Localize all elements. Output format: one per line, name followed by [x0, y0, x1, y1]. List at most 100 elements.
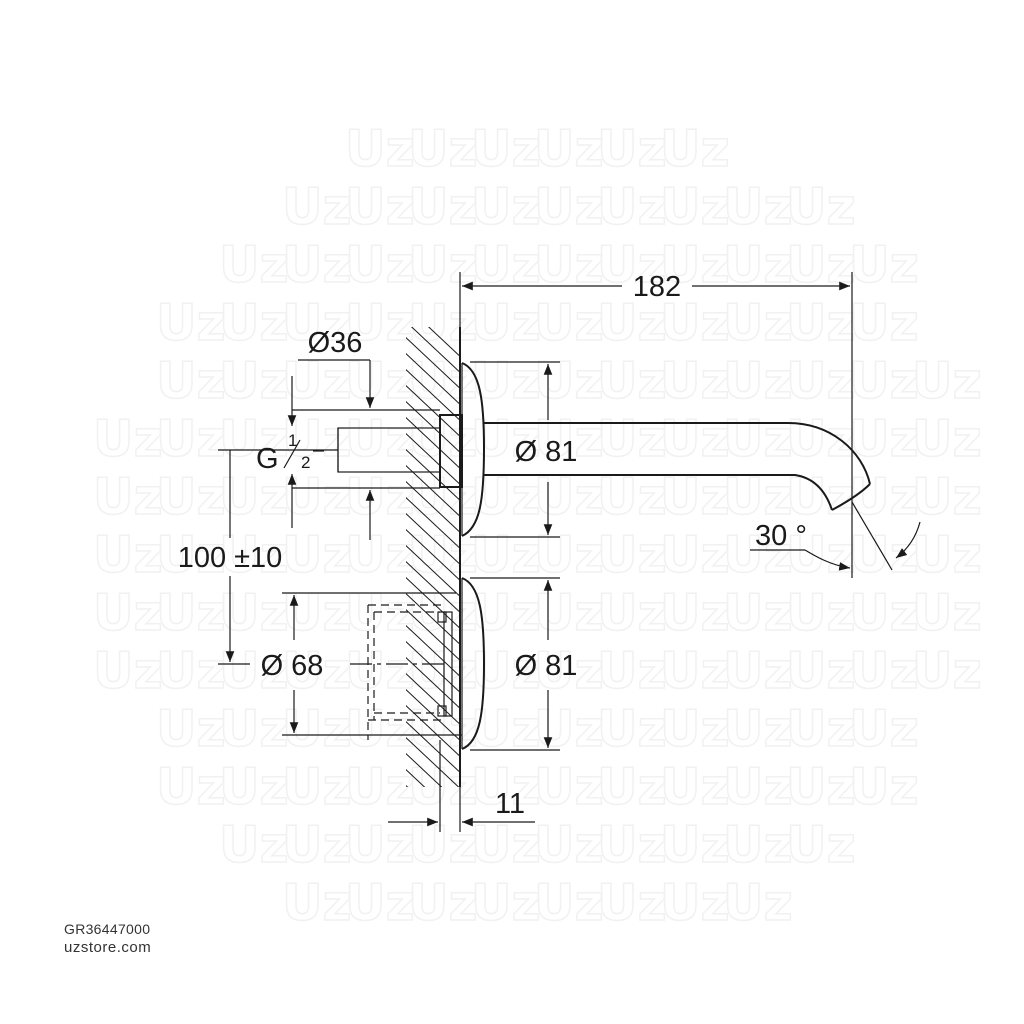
watermark-text: Uz [597, 178, 667, 236]
watermark-text: Uz [597, 236, 667, 294]
watermark-text: Uz [345, 236, 415, 294]
watermark-text: Uz [597, 700, 667, 758]
watermark-text: Uz [471, 120, 541, 178]
watermark-text: Uz [471, 642, 541, 700]
watermark-text: Uz [597, 816, 667, 874]
watermark-text: Uz [849, 236, 919, 294]
watermark-text: Uz [660, 874, 730, 932]
hatch-line [406, 640, 460, 694]
watermark-text: Uz [156, 642, 226, 700]
watermark-text: Uz [156, 700, 226, 758]
wall-section [406, 327, 461, 787]
watermark-text: Uz [345, 700, 415, 758]
watermark-text: Uz [534, 410, 604, 468]
watermark-text: Uz [534, 120, 604, 178]
watermark-text: Uz [219, 236, 289, 294]
hatch-line [406, 768, 426, 787]
watermark-text: Uz [597, 642, 667, 700]
watermark-text: Uz [660, 526, 730, 584]
watermark-text: Uz [723, 816, 793, 874]
watermark-text: Uz [912, 410, 982, 468]
watermark-text: Uz [786, 236, 856, 294]
watermark-text: Uz [534, 294, 604, 352]
watermark-text: Uz [660, 120, 730, 178]
watermark-text: Uz [345, 352, 415, 410]
watermark-text: Uz [723, 178, 793, 236]
dim-center-distance: 100 ±10 [178, 449, 338, 665]
hatch-line [406, 496, 460, 550]
watermark-text: Uz [282, 526, 352, 584]
watermark-text: Uz [723, 468, 793, 526]
watermark-text: Uz [849, 758, 919, 816]
watermark-text: Uz [471, 758, 541, 816]
watermark-text: Uz [597, 120, 667, 178]
dim-spout-rosette: Ø 81 [470, 361, 577, 538]
watermark-pattern: UzUzUzUzUzUzUzUzUzUzUzUzUzUzUzUzUzUzUzUz… [92, 119, 982, 933]
hatch-line [406, 336, 460, 390]
watermark-text: Uz [93, 468, 163, 526]
watermark-text: Uz [93, 410, 163, 468]
watermark-text: Uz [534, 700, 604, 758]
hatch-line [406, 608, 460, 662]
hatch-line [406, 416, 460, 470]
watermark-text: Uz [282, 874, 352, 932]
watermark-text: Uz [471, 526, 541, 584]
hatch-line [406, 672, 460, 726]
watermark-text: Uz [660, 410, 730, 468]
watermark-text: Uz [534, 584, 604, 642]
watermark-text: Uz [345, 468, 415, 526]
watermark-text: Uz [282, 700, 352, 758]
dim-spout-angle: 30 ° [750, 501, 921, 571]
watermark-text: Uz [660, 584, 730, 642]
watermark-text: Uz [156, 410, 226, 468]
hatch-line [406, 384, 460, 438]
thread-numerator: 1 [288, 431, 297, 450]
dim-inlet-diameter: Ø36 [292, 327, 440, 540]
watermark-text: Uz [471, 236, 541, 294]
watermark-text: Uz [534, 874, 604, 932]
watermark-text: Uz [408, 410, 478, 468]
watermark-text: Uz [597, 468, 667, 526]
watermark-text: Uz [849, 294, 919, 352]
watermark-text: Uz [471, 874, 541, 932]
watermark-text: Uz [471, 178, 541, 236]
watermark-text: Uz [156, 526, 226, 584]
dim-rosette-depth: 11 [388, 740, 535, 832]
dim-thread: G 1 2 [256, 376, 324, 528]
watermark-text: Uz [471, 294, 541, 352]
watermark-text: Uz [345, 120, 415, 178]
watermark-text: Uz [912, 526, 982, 584]
watermark-text: Uz [345, 874, 415, 932]
dim-handle-rosette: Ø 81 [470, 577, 577, 751]
watermark-text: Uz [786, 584, 856, 642]
watermark-text: Uz [723, 410, 793, 468]
watermark-text: Uz [93, 584, 163, 642]
watermark-text: Uz [408, 700, 478, 758]
hatch-line [406, 528, 460, 582]
watermark-text: Uz [534, 236, 604, 294]
watermark-text: Uz [786, 410, 856, 468]
watermark-text: Uz [156, 352, 226, 410]
watermark-text: Uz [282, 352, 352, 410]
dim-100-label: 100 ±10 [178, 542, 283, 574]
watermark-text: Uz [849, 584, 919, 642]
hatch-line [406, 480, 460, 534]
watermark-text: Uz [534, 758, 604, 816]
watermark-text: Uz [597, 584, 667, 642]
hatch-line [406, 448, 460, 502]
hatch-line [428, 327, 460, 358]
watermark-text: Uz [660, 352, 730, 410]
watermark-text: Uz [723, 700, 793, 758]
watermark-text: Uz [786, 700, 856, 758]
hatch-line [406, 464, 460, 518]
watermark-text: Uz [723, 874, 793, 932]
watermark-text: Uz [786, 468, 856, 526]
watermark-text: Uz [156, 584, 226, 642]
watermark-text: Uz [660, 642, 730, 700]
watermark-text: Uz [345, 816, 415, 874]
hatch-line [406, 752, 443, 787]
watermark-text: Uz [282, 642, 352, 700]
watermark-text: Uz [597, 410, 667, 468]
watermark-text: Uz [723, 642, 793, 700]
watermark-text: Uz [219, 700, 289, 758]
